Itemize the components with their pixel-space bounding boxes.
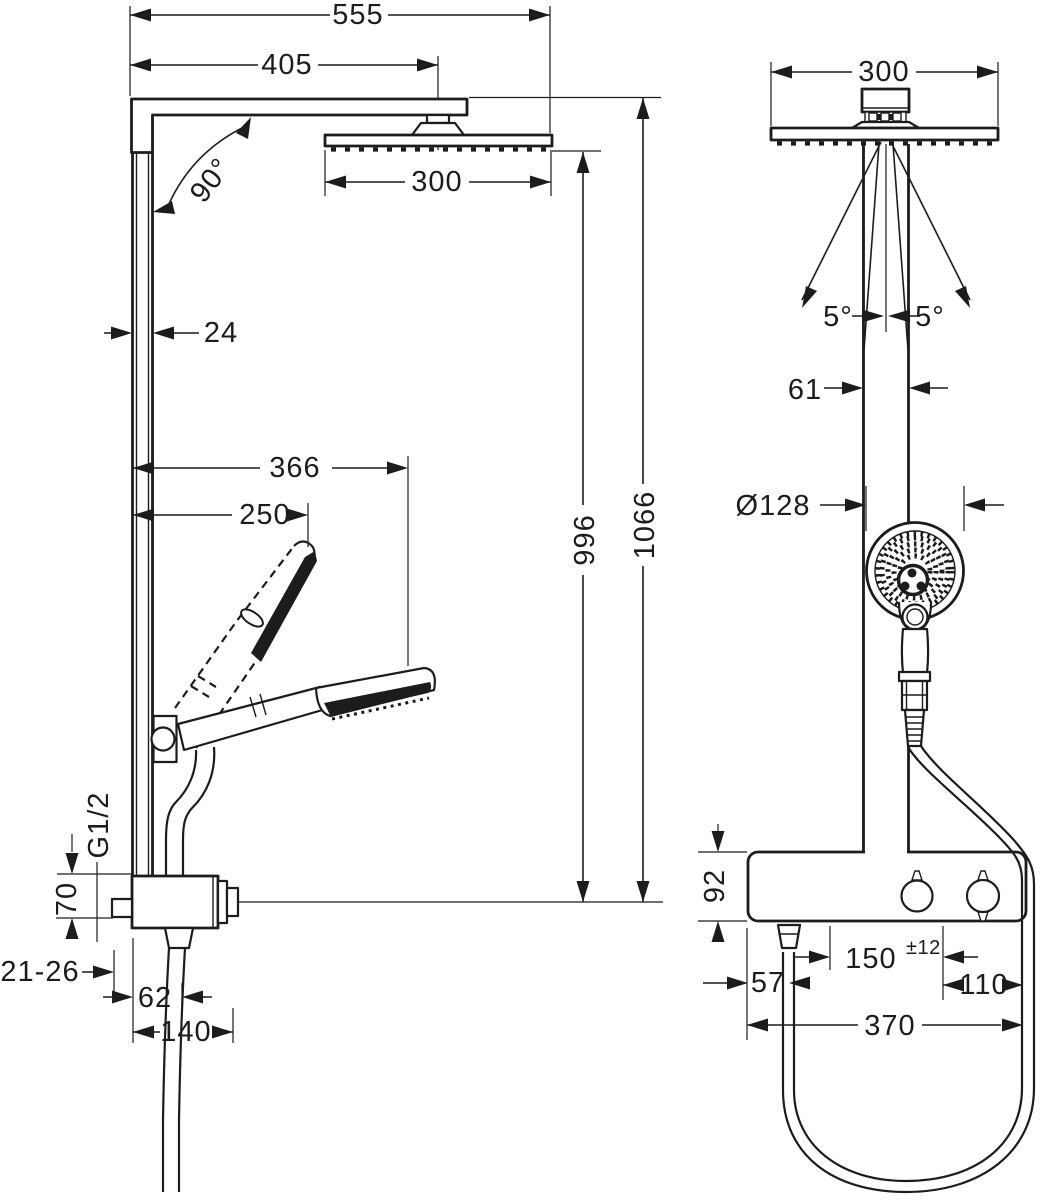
hand-shower-handle [176, 685, 328, 752]
dim-shelf-width: 370 [864, 1010, 915, 1042]
mixer-cap-inner [225, 886, 240, 918]
dim-mixer-width: 140 [160, 1016, 211, 1048]
dim-overhead-width-side: 300 [411, 166, 462, 198]
overhead-plate-front [769, 126, 1000, 142]
hand-shower-holder [150, 714, 178, 764]
front-dimension-lines [698, 62, 1023, 1040]
shower-hose-front [781, 745, 1036, 1194]
hand-shower-handle-front [900, 627, 930, 675]
hose-outlet-side [163, 926, 195, 950]
dim-overall-width: 555 [332, 0, 383, 31]
dim-handshower-diameter: Ø128 [736, 490, 811, 522]
dim-arm-projection: 405 [261, 49, 312, 81]
dim-overall-height: 1066 [629, 491, 661, 560]
thermostat-handles [900, 870, 1001, 922]
dim-mixer-height: 70 [51, 882, 83, 916]
dim-wall-depth-range: 21-26 [0, 956, 79, 988]
holder-knob [150, 726, 176, 752]
side-arrowheads [65, 8, 650, 1039]
dim-hose-outlet-offset-front: 57 [751, 967, 785, 999]
shower-hose-lower-side [161, 947, 187, 1192]
temperature-handle [900, 879, 934, 913]
hose-outlet-front [776, 923, 802, 950]
angle-arc [167, 125, 247, 207]
overhead-escutcheon [410, 121, 466, 137]
dim-pipe-width: 61 [788, 374, 822, 406]
dim-shelf-height: 92 [699, 869, 731, 903]
overhead-shower-front [769, 87, 1000, 146]
dim-hose-outlet-offset-side: 62 [138, 982, 172, 1014]
dim-overhead-width-front: 300 [858, 56, 909, 88]
holder-knob-front [901, 603, 929, 631]
hand-shower-front [865, 521, 965, 748]
handle-ring [897, 670, 932, 683]
side-view: 555 405 300 90° 24 366 250 996 1066 G1/2… [0, 0, 663, 1192]
side-dimension-labels: 555 405 300 90° 24 366 250 996 1066 G1/2… [0, 0, 661, 1048]
volume-handle [965, 878, 1001, 914]
dim-swivel-right: 5° [915, 301, 945, 333]
hand-shower-alt-position [174, 540, 317, 749]
dim-arm-angle: 90° [184, 152, 238, 209]
mixer-cap-outer [216, 879, 229, 925]
front-arrowheads [711, 65, 1023, 1032]
thermostat-mixer-side [110, 874, 240, 950]
hand-shower-face [324, 682, 432, 715]
overhead-plate [323, 133, 554, 148]
spray-cone-lines [801, 141, 971, 351]
front-dimension-labels: 300 5° 5° 61 Ø128 92 150 ±12 57 110 370 [699, 56, 1008, 1042]
dim-overhead-height: 996 [569, 514, 601, 565]
dim-handshower-span: 250 [239, 499, 290, 531]
shower-hose-upper-side [164, 746, 216, 876]
dim-handshower-projection: 366 [269, 452, 320, 484]
wall-connection-stub [110, 897, 134, 919]
dim-handle-offset: 110 [959, 969, 1008, 1001]
mixer-body [130, 874, 220, 930]
front-view: 300 5° 5° 61 Ø128 92 150 ±12 57 110 370 [698, 56, 1036, 1194]
dim-pipe-section: 24 [204, 317, 238, 349]
label-thread-size: G1/2 [83, 792, 115, 859]
shelf-pipe-joint-mask [865, 849, 907, 855]
alt-spray-face [251, 551, 317, 662]
dim-inlet-spacing: 150 [845, 943, 896, 975]
dim-inlet-spacing-tolerance: ±12 [906, 937, 941, 959]
side-dimension-lines [56, 6, 663, 1043]
dim-swivel-left: 5° [823, 301, 853, 333]
overhead-connector [425, 113, 451, 125]
hand-shower-nozzle-rings [875, 531, 955, 611]
hand-shower-side [176, 666, 436, 752]
overhead-shower-side [323, 113, 554, 152]
handle-hook-hole [240, 608, 264, 628]
